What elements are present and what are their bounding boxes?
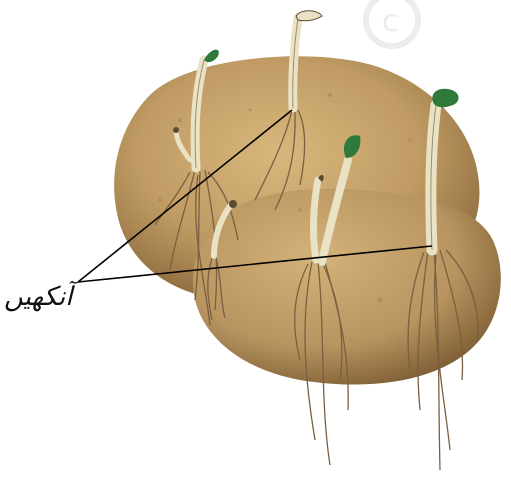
eyes-label: آنکھیں	[4, 282, 72, 312]
watermark: c	[366, 0, 418, 46]
svg-text:c: c	[382, 4, 399, 39]
potato-icon	[193, 189, 501, 385]
